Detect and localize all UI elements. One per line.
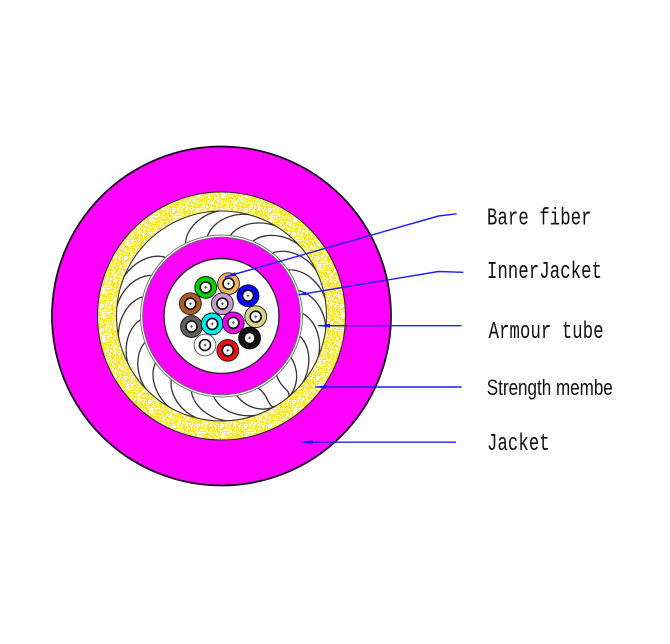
svg-text:InnerJacket: InnerJacket: [487, 260, 602, 286]
svg-text:Strength membe: Strength membe: [487, 375, 613, 400]
svg-text:Jacket: Jacket: [487, 432, 550, 458]
svg-text:Bare fiber: Bare fiber: [487, 206, 592, 232]
svg-text:Armour tube: Armour tube: [489, 319, 604, 345]
